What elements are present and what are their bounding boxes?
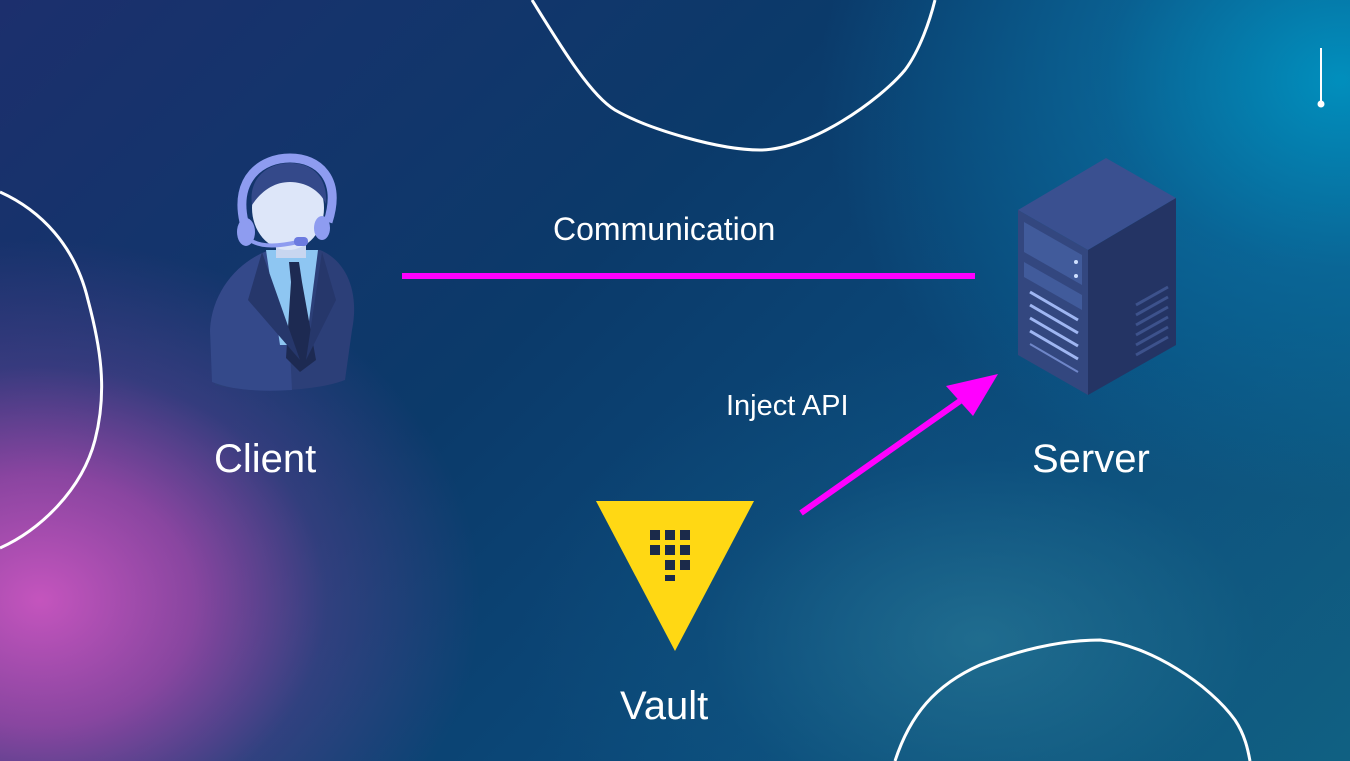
bottom-right-blob-outline [893, 638, 1252, 761]
inject-api-arrowhead [946, 374, 998, 416]
left-blob-outline [0, 190, 104, 550]
vault-label: Vault [620, 684, 709, 728]
inject-api-arrow-shaft [799, 398, 962, 516]
communication-label: Communication [553, 211, 776, 247]
slide-marker-dot [1317, 100, 1325, 108]
client-label: Client [214, 437, 317, 481]
inject-api-label: Inject API [726, 390, 849, 422]
server-label: Server [1032, 437, 1150, 481]
top-blob-outline [530, 0, 937, 152]
